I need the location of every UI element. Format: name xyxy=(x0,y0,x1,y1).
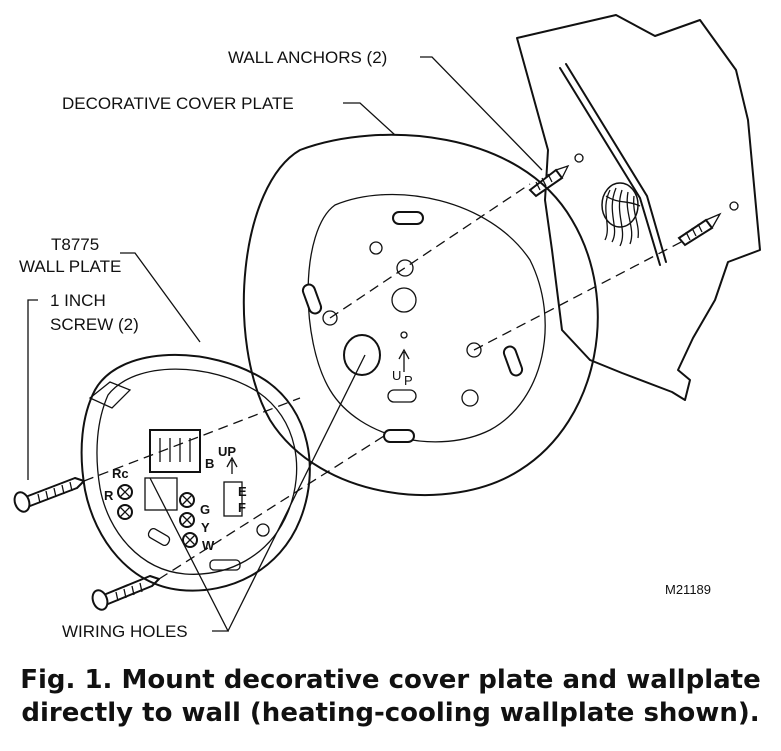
mounting-screw-upper xyxy=(13,477,85,513)
terminal-r-label: R xyxy=(104,488,114,503)
terminal-y-label: Y xyxy=(201,520,210,535)
cover-plate-p-mark: P xyxy=(404,373,413,388)
screw-label-line1: 1 INCH xyxy=(50,291,106,310)
figure-code: M21189 xyxy=(665,582,711,597)
decorative-cover-plate: U P xyxy=(242,133,599,496)
wall-anchors-label: WALL ANCHORS (2) xyxy=(228,48,387,67)
terminal-g-label: G xyxy=(200,502,210,517)
wall-anchor-lower xyxy=(677,212,722,247)
cover-plate-u-mark: U xyxy=(392,368,401,383)
terminal-rc-label: Rc xyxy=(112,466,129,481)
wiring-holes-label: WIRING HOLES xyxy=(62,622,188,641)
mounting-screw-lower xyxy=(91,575,160,611)
t8775-wall-plate: Rc R G Y W B E F UP xyxy=(80,353,311,592)
wall-plate-label-line2: WALL PLATE xyxy=(19,257,121,276)
terminal-e-label: E xyxy=(238,484,247,499)
terminal-up-label: UP xyxy=(218,444,236,459)
wall-anchor-upper xyxy=(528,164,570,198)
caption-line-2: directly to wall (heating-cooling wallpl… xyxy=(21,698,760,728)
wall-plate-label-line1: T8775 xyxy=(51,235,99,254)
cover-plate-label: DECORATIVE COVER PLATE xyxy=(62,94,294,113)
terminal-f-label: F xyxy=(238,500,246,515)
wall-section xyxy=(516,14,761,401)
figure-caption: Fig. 1. Mount decorative cover plate and… xyxy=(0,664,781,730)
exploded-mounting-diagram: U P Rc R G Y W B E F xyxy=(13,14,761,641)
screw-label-line2: SCREW (2) xyxy=(50,315,139,334)
caption-line-1: Fig. 1. Mount decorative cover plate and… xyxy=(20,665,761,695)
terminal-b-label: B xyxy=(205,456,214,471)
wire-bundle xyxy=(601,182,641,247)
